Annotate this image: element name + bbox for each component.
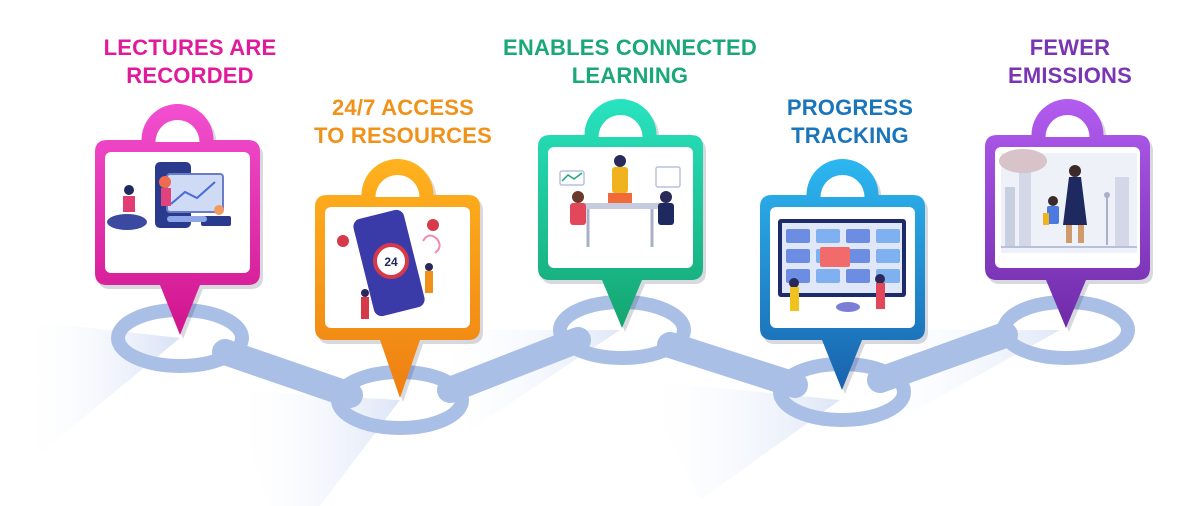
benefit-label-line2: EMISSIONS <box>1007 63 1133 88</box>
benefit-label-line1: ENABLES CONNECTED <box>503 35 757 60</box>
benefit-label-line2: RECORDED <box>126 63 254 88</box>
recorded-lecture-icon <box>107 162 231 230</box>
timeline-path <box>212 322 1018 408</box>
connected-meeting-icon <box>559 155 681 247</box>
benefit-label-2: 24/7 ACCESS TO RESOURCES <box>263 94 543 150</box>
pin-3 <box>538 99 706 332</box>
benefit-label-3: ENABLES CONNECTED LEARNING <box>490 34 770 90</box>
benefit-label-line2: TRACKING <box>791 123 909 148</box>
benefit-label-line2: TO RESOURCES <box>313 123 493 148</box>
pin-5 <box>985 99 1153 332</box>
benefit-label-line1: FEWER <box>1029 35 1111 60</box>
24-7-phone-icon: 24 <box>337 209 441 319</box>
clean-city-icon <box>999 149 1137 253</box>
benefit-label-4: PROGRESS TRACKING <box>710 94 990 150</box>
benefit-label-line1: PROGRESS <box>786 95 914 120</box>
pin-4 <box>760 159 928 394</box>
svg-text:24: 24 <box>384 255 398 269</box>
benefit-label-line2: LEARNING <box>571 63 689 88</box>
benefit-label-1: LECTURES ARE RECORDED <box>50 34 330 90</box>
progress-board-icon <box>778 219 906 312</box>
benefit-label-5: FEWER EMISSIONS <box>930 34 1200 90</box>
benefit-label-line1: 24/7 ACCESS <box>332 95 474 120</box>
pin-1 <box>95 104 263 339</box>
pin-2: 24 <box>315 159 483 402</box>
benefit-label-line1: LECTURES ARE <box>103 35 277 60</box>
